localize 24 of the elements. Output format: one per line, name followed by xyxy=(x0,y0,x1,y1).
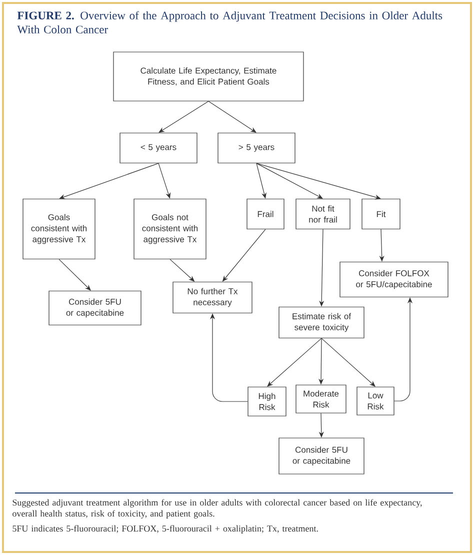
arrow xyxy=(256,163,323,199)
arrow xyxy=(256,163,381,200)
process-box: Goals consistent with aggressive Tx xyxy=(22,198,96,260)
process-box: No further Tx necessary xyxy=(172,282,252,314)
arrow xyxy=(59,163,159,200)
process-box: > 5 years xyxy=(218,132,296,164)
process-box: Not fit nor frail xyxy=(296,198,350,230)
process-box: Frail xyxy=(246,198,284,230)
process-box: Consider 5FU or capecitabine xyxy=(48,290,142,326)
process-box: Estimate risk of severe toxicity xyxy=(278,306,364,338)
process-box: Consider 5FU or capecitabine xyxy=(278,438,364,474)
arrow xyxy=(208,101,256,133)
figure-title: FIGURE 2. Overview of the Approach to Adjuvant Treatment Decisions in Older Adults With Colon Cancer xyxy=(17,11,442,34)
arrow xyxy=(158,101,209,133)
process-box: < 5 years xyxy=(120,132,198,164)
figure-caption: Suggested adjuvant treatment algorithm for use in older adults with colorectal cancer based on life expectancy, overall health status, risk of toxicity, and patient goals. xyxy=(12,499,422,518)
process-box: Moderate Risk xyxy=(296,384,346,414)
process-box: Goals not consistent with aggressive Tx xyxy=(134,198,206,260)
process-box: Fit xyxy=(362,198,400,230)
process-box: Calculate Life Expectancy, Estimate Fitness, and Elicit Patient Goals xyxy=(113,52,304,102)
process-box: Consider FOLFOX or 5FU/capecitabine xyxy=(340,262,448,298)
abbreviation-note: 5FU indicates 5-fluorouracil; FOLFOX, 5-fluorouracil + oxaliplatin; Tx, treatment. xyxy=(12,525,318,534)
process-box: High Risk xyxy=(248,386,286,416)
process-box: Low Risk xyxy=(356,386,394,416)
